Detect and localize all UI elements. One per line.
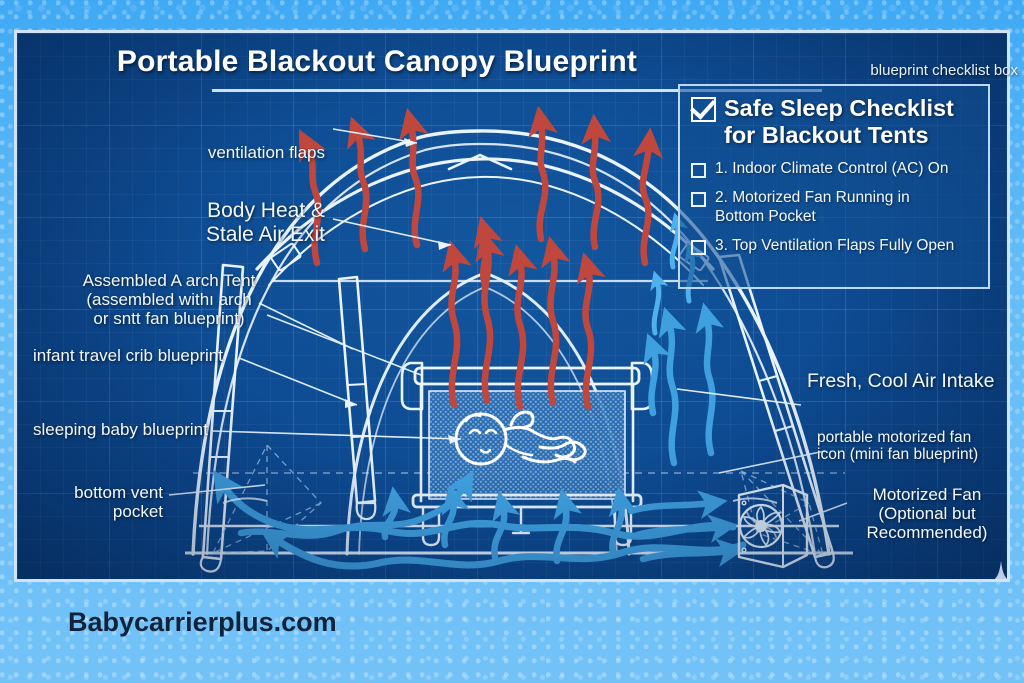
- footer-bar: Babycarrierplus.com: [0, 582, 1024, 683]
- checklist-title: Safe Sleep Checklist for Blackout Tents: [724, 95, 954, 148]
- label-arch-tent: Assembled A arch Tent (assembled withı a…: [82, 271, 256, 329]
- checklist-item-text: Top Ventilation Flaps Fully Open: [731, 237, 955, 255]
- label-crib: infant travel crib blueprint: [33, 346, 223, 365]
- checklist-item-label: 2. Motorized Fan Running in Bottom Pocke…: [715, 189, 910, 226]
- leader-lines: [168, 128, 848, 522]
- checklist-item-number: 1.: [715, 159, 728, 177]
- label-ventilation-flaps: ventilation flaps: [207, 143, 325, 162]
- checkbox-icon[interactable]: [691, 162, 706, 178]
- blueprint-checklist-box[interactable]: Safe Sleep Checklist for Blackout Tents …: [678, 84, 990, 289]
- label-baby: sleeping baby blueprint: [33, 420, 208, 439]
- site-name: Babycarrierplus.com: [68, 607, 337, 637]
- leader-arrowheads: [345, 138, 461, 444]
- checklist-item[interactable]: 2. Motorized Fan Running in Bottom Pocke…: [691, 189, 977, 226]
- checklist-item-text: Indoor Climate Control (AC) On: [732, 159, 949, 177]
- title-underline: [212, 89, 822, 92]
- baby-drawing: [454, 410, 587, 466]
- checklist-item[interactable]: 3. Top Ventilation Flaps Fully Open: [691, 237, 977, 256]
- label-body-heat: Body Heat & Stale Air Exit: [205, 199, 325, 246]
- label-fresh-air: Fresh, Cool Air Intake: [807, 370, 995, 392]
- checklist-item-label: 1. Indoor Climate Control (AC) On: [715, 160, 948, 179]
- label-fan-icon: portable motorized fan icon (mini fan bl…: [817, 429, 979, 464]
- checkbox-icon[interactable]: [691, 240, 706, 256]
- label-bottom-vent: bottom vent pocket: [74, 483, 163, 522]
- checklist-item-text: Motorized Fan Running in Bottom Pocket: [715, 189, 910, 225]
- page-title: Portable Blackout Canopy Blueprint: [116, 45, 638, 78]
- sparkle-icon: [994, 561, 1007, 579]
- label-motorized-fan: Motorized Fan (Optional but Recommended): [866, 485, 988, 543]
- blueprint-drawing: [168, 105, 853, 573]
- checked-checkbox-icon[interactable]: [691, 97, 716, 122]
- fan-icon: [737, 483, 809, 569]
- checkbox-icon[interactable]: [691, 192, 706, 208]
- checklist-header: Safe Sleep Checklist for Blackout Tents: [691, 95, 977, 149]
- checklist-caption: blueprint checklist box: [870, 62, 1018, 79]
- checklist-item[interactable]: 1. Indoor Climate Control (AC) On: [691, 160, 977, 179]
- checklist-item-number: 3.: [715, 237, 728, 255]
- checklist-item-number: 2.: [715, 189, 728, 207]
- checklist-item-label: 3. Top Ventilation Flaps Fully Open: [715, 237, 954, 256]
